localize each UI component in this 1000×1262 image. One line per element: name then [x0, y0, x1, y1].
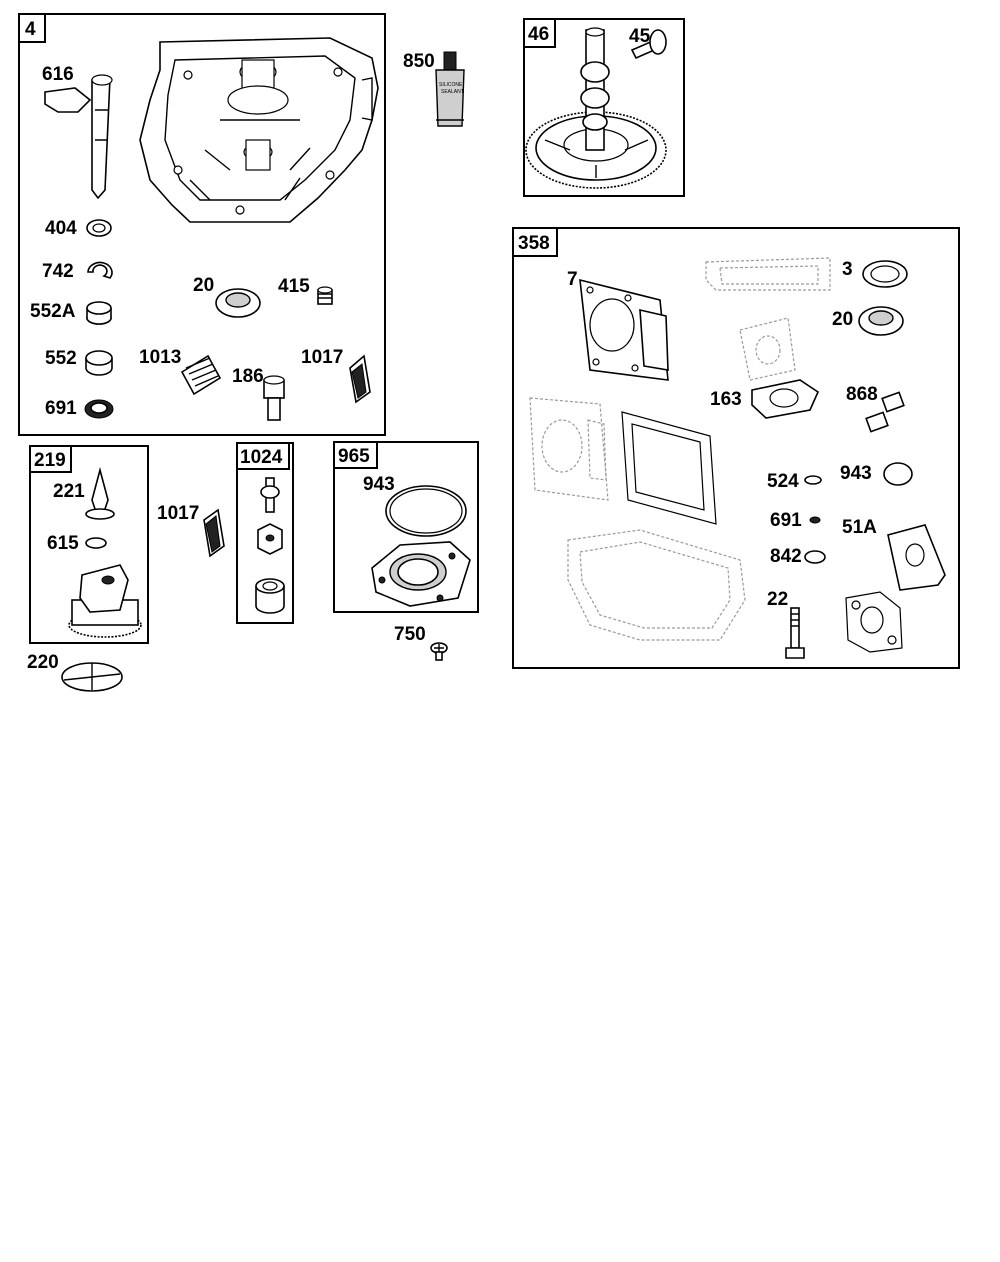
- group-4-tag: [18, 13, 46, 43]
- callout-1017b: 1017: [157, 503, 199, 524]
- group-4-label: 4: [25, 19, 36, 40]
- bushing-552-part: [85, 350, 113, 376]
- group-46-tag: [523, 18, 556, 48]
- callout-3: 3: [842, 259, 853, 280]
- group-358-frame: [512, 227, 960, 669]
- callout-186: 186: [232, 366, 264, 387]
- seal-691b-part: [809, 516, 821, 524]
- callout-868: 868: [846, 384, 878, 405]
- ghost-gasket-small-part: [739, 317, 796, 381]
- callout-750: 750: [394, 624, 426, 645]
- callout-1017: 1017: [301, 347, 343, 368]
- e-ring-742-part: [87, 261, 113, 279]
- pump-shaft-part: [260, 477, 280, 513]
- spring-1013-part: [180, 354, 222, 396]
- governor-gear-part: [68, 564, 142, 638]
- callout-524: 524: [767, 471, 799, 492]
- ghost-gasket-top-part: [705, 257, 831, 291]
- group-358-label: 358: [518, 233, 550, 254]
- group-1024-label: 1024: [240, 447, 283, 468]
- callout-552: 552: [45, 348, 77, 369]
- valve-cover-gasket-part: [621, 411, 717, 525]
- callout-404: 404: [45, 218, 77, 239]
- governor-220-part: [61, 662, 123, 692]
- gasket-163-part: [751, 379, 820, 419]
- oil-seal-20-part: [215, 288, 261, 318]
- bushing-552a-part: [86, 301, 112, 325]
- callout-45: 45: [629, 26, 651, 47]
- plug-868-part: [865, 391, 905, 433]
- callout-220: 220: [27, 652, 59, 673]
- o-ring-943a-part: [385, 485, 467, 537]
- sealant-tube-850-part: SILICONE SEALANT: [435, 51, 465, 127]
- callout-7: 7: [567, 269, 578, 290]
- callout-415: 415: [278, 276, 310, 297]
- callout-51a: 51A: [842, 517, 877, 538]
- reed-1017-part: [349, 354, 371, 404]
- callout-691b: 691: [770, 510, 802, 531]
- seal-691-part: [84, 399, 114, 419]
- head-gasket-7-part: [579, 278, 669, 381]
- o-ring-943b-part: [883, 462, 913, 486]
- oil-seal-20b-part: [858, 306, 904, 336]
- callout-850: 850: [403, 51, 435, 72]
- group-965-box: 965 943: [333, 441, 479, 613]
- callout-163: 163: [710, 389, 742, 410]
- ghost-crankcase-gasket-part: [567, 529, 746, 641]
- group-965-label: 965: [338, 446, 370, 467]
- crankcase-cover-part: [139, 37, 379, 223]
- group-46-box: 46 45: [523, 18, 685, 197]
- fitting-186-part: [263, 375, 285, 421]
- group-1024-box: 1024: [236, 442, 294, 624]
- group-358-tag: [512, 227, 558, 257]
- group-219-label: 219: [34, 450, 66, 471]
- sealant-tube-label-2: SEALANT: [441, 89, 464, 95]
- callout-1013: 1013: [139, 347, 181, 368]
- callout-552a: 552A: [30, 301, 76, 322]
- reed-1017b-part: [203, 508, 225, 558]
- callout-22: 22: [767, 589, 788, 610]
- callout-742: 742: [42, 261, 74, 282]
- pump-rotor-inner-part: [257, 523, 283, 555]
- group-219-frame: [29, 445, 149, 644]
- ghost-gasket-left-part: [529, 397, 609, 501]
- o-ring-842-part: [804, 550, 826, 564]
- ring-3-part: [862, 260, 908, 288]
- gasket-51a-part: [887, 524, 946, 591]
- pump-rotor-outer-part: [255, 578, 285, 614]
- group-4-frame: [18, 13, 386, 436]
- group-1024-tag: [236, 442, 290, 470]
- bolt-22-part: [785, 607, 805, 659]
- group-4-box: 4 616 404: [18, 13, 386, 436]
- o-ring-524-part: [804, 475, 822, 485]
- pin-45-part: [630, 29, 667, 60]
- group-358-box: 358 7: [512, 227, 960, 669]
- governor-shaft-part: [44, 74, 113, 200]
- callout-20: 20: [193, 275, 214, 296]
- group-219-tag: [29, 445, 72, 473]
- callout-943b: 943: [840, 463, 872, 484]
- plug-415-part: [317, 286, 333, 305]
- callout-943a: 943: [363, 474, 395, 495]
- sealant-tube-label-1: SILICONE: [439, 82, 463, 88]
- washer-615-part: [85, 537, 107, 549]
- group-46-frame: [523, 18, 685, 197]
- group-965-frame: [333, 441, 479, 613]
- group-219-box: 219 221 615: [29, 445, 149, 644]
- callout-221: 221: [53, 481, 85, 502]
- camshaft-gear-part: [525, 27, 667, 189]
- filter-plate-part: [371, 541, 471, 607]
- carburetor-gasket-part: [845, 591, 903, 653]
- governor-cup-221-part: [85, 466, 115, 520]
- group-46-label: 46: [528, 24, 549, 45]
- callout-615: 615: [47, 533, 79, 554]
- screw-750-part: [430, 642, 448, 661]
- group-965-tag: [333, 441, 378, 469]
- callout-691: 691: [45, 398, 77, 419]
- callout-20b: 20: [832, 309, 853, 330]
- callout-842: 842: [770, 546, 802, 567]
- callout-616: 616: [42, 64, 74, 85]
